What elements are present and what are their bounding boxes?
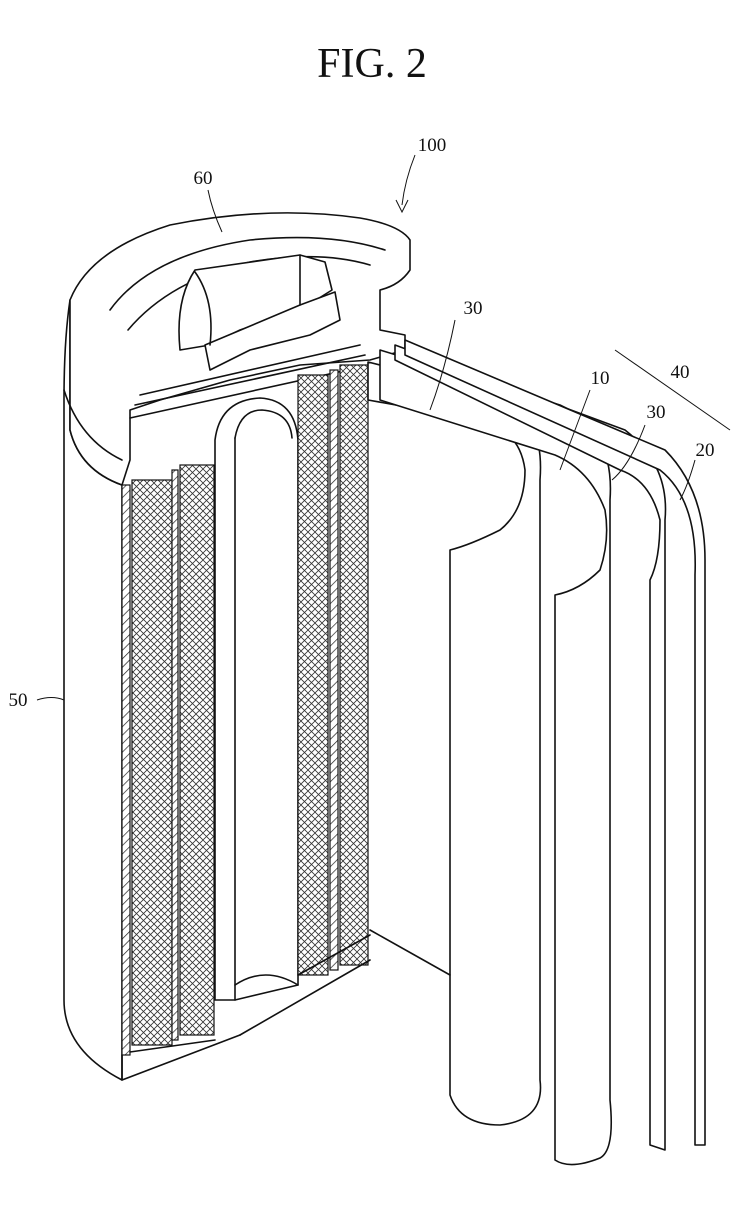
center-core	[215, 398, 298, 1000]
label-separator-upper: 30	[464, 298, 483, 319]
label-second-electrode: 20	[696, 440, 715, 461]
label-separator-right: 30	[647, 402, 666, 423]
unwound-layers	[368, 340, 705, 1165]
label-electrode-assembly: 40	[671, 362, 690, 383]
label-case: 50	[9, 690, 28, 711]
label-battery: 100	[418, 135, 447, 156]
label-first-electrode: 10	[591, 368, 610, 389]
figure-title: FIG. 2	[317, 41, 427, 87]
label-cap-assembly: 60	[194, 168, 213, 189]
